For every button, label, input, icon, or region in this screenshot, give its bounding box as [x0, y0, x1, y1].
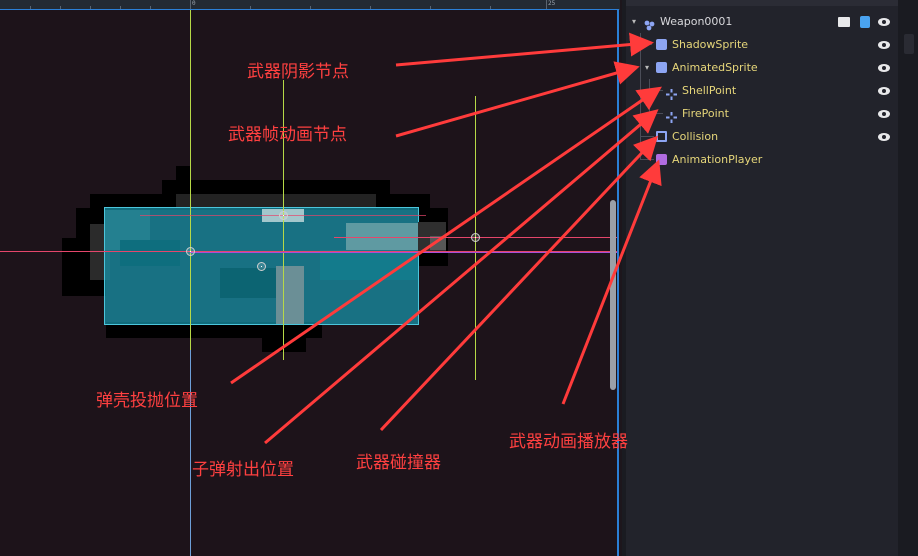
tree-label-collision: Collision [672, 130, 719, 143]
animated-sprite-icon [656, 62, 667, 73]
annotation-collision: 武器碰撞器 [356, 453, 441, 473]
viewport-frame [0, 9, 619, 556]
scene-tree-topbar [626, 0, 898, 6]
annotation-animplayer: 武器动画播放器 [509, 432, 628, 452]
tree-item-shadowsprite[interactable]: ShadowSprite [626, 33, 898, 56]
annotation-fire: 子弹射出位置 [192, 460, 294, 480]
guide-y-sprite [190, 10, 191, 350]
script-icon[interactable] [860, 15, 870, 28]
tree-item-collision[interactable]: Collision [626, 125, 898, 148]
ruler-label-25: 25 [548, 0, 556, 7]
tree-item-animationplayer[interactable]: AnimationPlayer [626, 148, 898, 171]
eye-icon[interactable] [878, 132, 890, 141]
tree-label-animatedsprite: AnimatedSprite [672, 61, 758, 74]
position-node-icon [666, 85, 677, 100]
canvas-viewport[interactable]: 0 25 [0, 0, 620, 556]
annotation-shell: 弹壳投抛位置 [96, 391, 198, 411]
ruler-label-zero: 0 [192, 0, 196, 7]
annotation-animated: 武器帧动画节点 [228, 125, 347, 145]
tree-label-root: Weapon0001 [660, 15, 733, 28]
scene-node-icon [644, 16, 655, 31]
sprite-icon [656, 39, 667, 50]
scene-tree-panel: ▾ Weapon0001 ShadowSprite ▾ AnimatedSpri… [622, 0, 898, 556]
collapse-arrow-icon[interactable]: ▾ [645, 63, 650, 72]
annotation-shadow: 武器阴影节点 [247, 62, 349, 82]
collision-shape-icon [656, 131, 667, 142]
origin-marker[interactable] [186, 247, 195, 256]
tree-item-weapon0001[interactable]: ▾ Weapon0001 [626, 10, 898, 33]
collapse-arrow-icon[interactable]: ▾ [632, 17, 637, 26]
sprite-outline-top [176, 166, 190, 184]
tree-label-shadowsprite: ShadowSprite [672, 38, 749, 51]
eye-icon[interactable] [878, 86, 890, 95]
eye-icon[interactable] [878, 63, 890, 72]
right-side-strip [898, 0, 918, 556]
vertical-scrollbar[interactable] [610, 200, 616, 390]
animation-player-icon [656, 154, 667, 165]
eye-icon[interactable] [878, 17, 890, 26]
clapperboard-icon[interactable] [838, 16, 850, 27]
tree-item-animatedsprite[interactable]: ▾ AnimatedSprite [626, 56, 898, 79]
sprite-patch-3 [120, 240, 180, 266]
tree-label-animationplayer: AnimationPlayer [672, 153, 763, 166]
position-node-icon [666, 108, 677, 123]
eye-icon[interactable] [878, 40, 890, 49]
tree-item-firepoint[interactable]: FirePoint [626, 102, 898, 125]
tree-label-shellpoint: ShellPoint [682, 84, 737, 97]
eye-icon[interactable] [878, 109, 890, 118]
side-tab[interactable] [904, 34, 914, 54]
tree-item-shellpoint[interactable]: ShellPoint [626, 79, 898, 102]
tree-label-firepoint: FirePoint [682, 107, 729, 120]
